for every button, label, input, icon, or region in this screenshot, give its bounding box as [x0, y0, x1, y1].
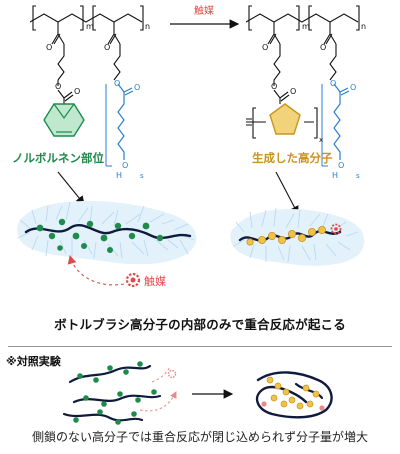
monomer-atom-labels: m n O O O O O O O H s	[46, 22, 150, 180]
svg-text:O: O	[134, 83, 140, 92]
norbornene-unit	[43, 103, 85, 137]
svg-text:O: O	[338, 161, 344, 170]
svg-text:O: O	[290, 87, 296, 96]
catalyst-arrow-label: 触媒	[194, 4, 214, 17]
svg-text:O: O	[320, 43, 326, 52]
section-divider	[8, 346, 392, 347]
catalyst-arrow: 触媒	[170, 4, 240, 29]
svg-text:O: O	[114, 79, 120, 88]
svg-text:H: H	[116, 171, 122, 180]
svg-text:O: O	[104, 43, 110, 52]
catalyst-gear-icon	[125, 272, 141, 288]
product-label: 生成した高分子	[252, 151, 333, 165]
svg-text:m: m	[86, 22, 94, 31]
norbornene-pointer-arrow	[57, 171, 85, 205]
svg-text:O: O	[46, 43, 52, 52]
control-experiment-label: ※対照実験	[6, 355, 61, 368]
product-pointer-arrow	[275, 171, 299, 215]
bottlebrush-after	[230, 207, 365, 266]
svg-text:O: O	[271, 82, 277, 91]
svg-text:O: O	[122, 161, 128, 170]
bottlebrush-before	[17, 201, 197, 265]
svg-text:x: x	[319, 136, 323, 144]
svg-text:n: n	[361, 22, 366, 31]
product-structure	[245, 5, 360, 139]
catalyst-spent-icon	[330, 223, 342, 235]
svg-text:O: O	[330, 79, 336, 88]
main-caption: ボトルブラシ高分子の内部のみで重合反応が起こる	[54, 317, 346, 332]
catalyst-entry: 触媒	[67, 254, 166, 288]
product-blue-side-chain	[321, 22, 350, 167]
svg-text:O: O	[55, 82, 61, 91]
svg-text:s: s	[140, 172, 144, 180]
blue-side-chain	[105, 22, 134, 167]
cyclopentane-unit	[269, 103, 301, 135]
control-chains-before	[62, 361, 177, 425]
svg-text:H: H	[332, 171, 338, 180]
bottom-caption: 側鎖のない高分子では重合反応が閉じ込められず分子量が増大	[31, 430, 368, 444]
product-atom-labels: m n O O O O x O O O H s	[262, 22, 366, 180]
svg-text:m: m	[302, 22, 310, 31]
svg-text:O: O	[262, 43, 268, 52]
svg-text:O: O	[350, 83, 356, 92]
svg-text:n: n	[145, 22, 150, 31]
monomer-structure	[29, 5, 144, 108]
control-polymer-after	[255, 371, 333, 419]
svg-text:O: O	[74, 87, 80, 96]
control-catalyst-icon	[167, 369, 177, 379]
norbornene-label: ノルボルネン部位	[12, 151, 104, 165]
svg-text:s: s	[356, 172, 360, 180]
catalyst-label: 触媒	[144, 274, 166, 288]
